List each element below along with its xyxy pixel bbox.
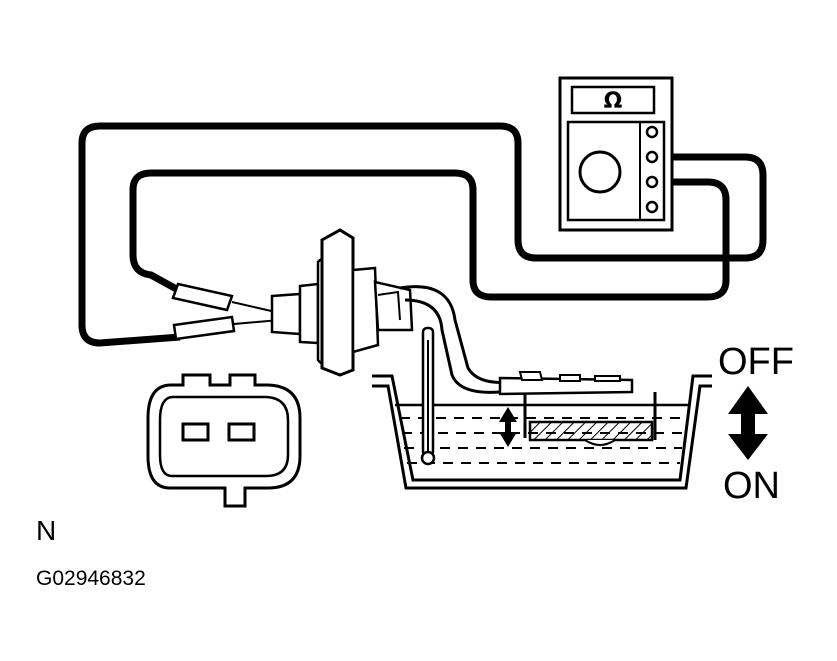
connector-front-view-icon bbox=[146, 373, 302, 508]
off-label: OFF bbox=[718, 341, 794, 383]
float-arm-assembly bbox=[498, 371, 657, 446]
test-lead-inner bbox=[129, 169, 730, 301]
switch-direction-arrow-icon bbox=[728, 386, 768, 460]
fuel-pan bbox=[372, 374, 712, 490]
test-probes bbox=[171, 282, 281, 341]
on-label: ON bbox=[723, 465, 780, 507]
ohm-symbol: Ω bbox=[604, 89, 623, 114]
thermometer-icon bbox=[420, 326, 436, 466]
figure-code: G02946832 bbox=[36, 567, 146, 590]
double-headed-arrow-icon bbox=[499, 407, 517, 447]
connector-view-label: N bbox=[36, 515, 57, 546]
fuel-sender-gauge bbox=[270, 228, 517, 394]
test-lead-outer bbox=[78, 122, 767, 347]
ohmmeter-icon bbox=[558, 76, 674, 232]
